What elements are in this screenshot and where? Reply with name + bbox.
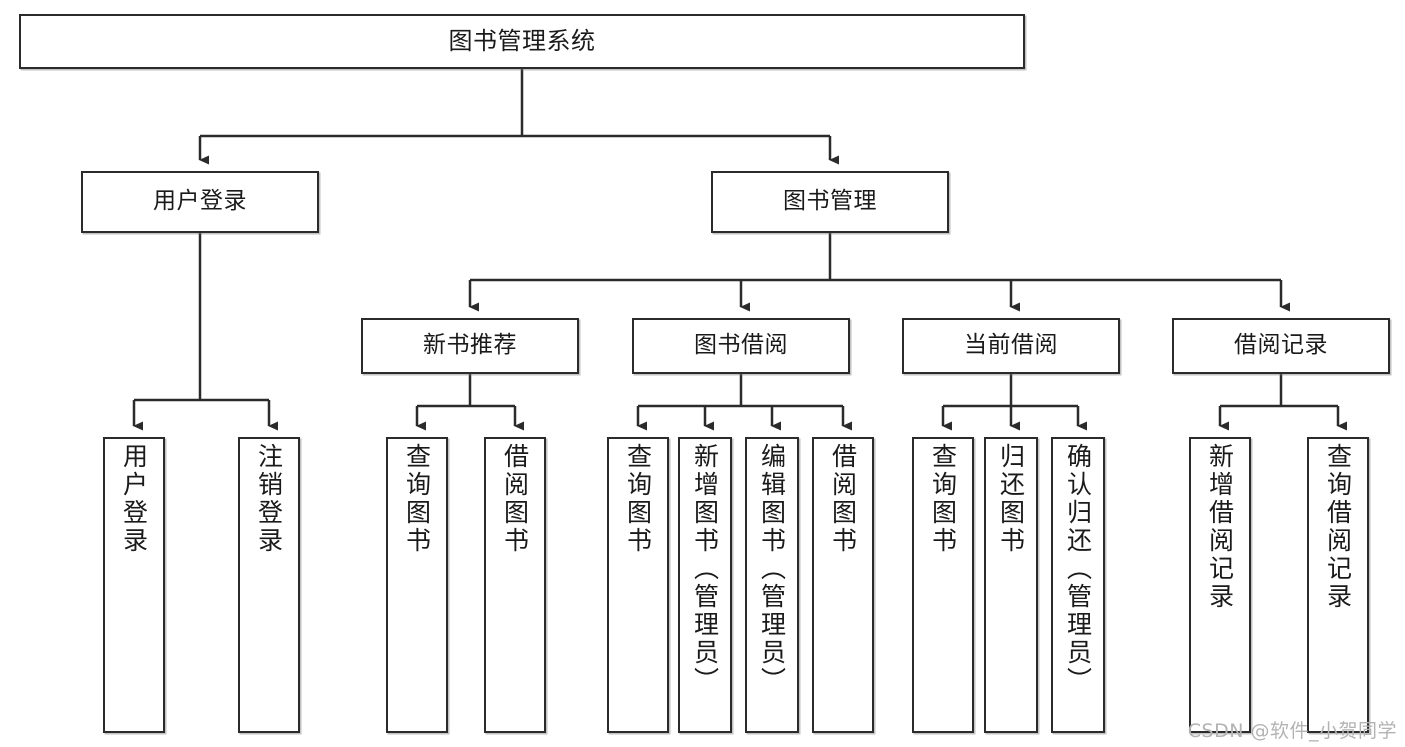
node-root[interactable]: 图书管理系统 <box>19 14 1025 69</box>
node-label: 注销登录 <box>254 443 284 555</box>
node-label: 新增图书（管理员） <box>690 443 720 695</box>
node-n-record[interactable]: 借阅记录 <box>1172 318 1390 374</box>
node-label: 借阅记录 <box>1234 332 1328 359</box>
node-l-qrec[interactable]: 查询借阅记录 <box>1307 437 1369 733</box>
node-label: 用户登录 <box>119 443 149 555</box>
node-l-qbook3[interactable]: 查询图书 <box>912 437 974 733</box>
node-n-bookmgr[interactable]: 图书管理 <box>711 171 949 233</box>
node-n-current[interactable]: 当前借阅 <box>902 318 1120 374</box>
node-label: 图书管理 <box>783 188 877 215</box>
node-n-borrow[interactable]: 图书借阅 <box>632 318 850 374</box>
node-l-qbook2[interactable]: 查询图书 <box>607 437 669 733</box>
node-label: 当前借阅 <box>964 332 1058 359</box>
node-l-bbook2[interactable]: 借阅图书 <box>812 437 874 733</box>
node-label: 查询图书 <box>623 443 653 555</box>
node-label: 新增借阅记录 <box>1205 443 1235 611</box>
node-label: 用户登录 <box>153 188 247 215</box>
node-n-login[interactable]: 用户登录 <box>81 171 319 233</box>
node-label: 确认归还（管理员） <box>1063 443 1093 695</box>
node-label: 借阅图书 <box>500 443 530 555</box>
node-l-confirm[interactable]: 确认归还（管理员） <box>1051 437 1105 733</box>
node-label: 查询图书 <box>928 443 958 555</box>
node-label: 归还图书 <box>996 443 1026 555</box>
node-label: 图书借阅 <box>694 332 788 359</box>
node-l-qbook1[interactable]: 查询图书 <box>386 437 448 733</box>
node-l-bbook1[interactable]: 借阅图书 <box>484 437 546 733</box>
watermark-label: CSDN @软件_小贺同学 <box>1187 720 1397 742</box>
node-l-logout[interactable]: 注销登录 <box>238 437 300 733</box>
node-n-newbook[interactable]: 新书推荐 <box>361 318 579 374</box>
node-label: 图书管理系统 <box>448 27 596 56</box>
node-l-addrec[interactable]: 新增借阅记录 <box>1189 437 1251 733</box>
node-label: 编辑图书（管理员） <box>757 443 787 695</box>
node-l-userlogin[interactable]: 用户登录 <box>103 437 165 733</box>
node-l-addbook[interactable]: 新增图书（管理员） <box>678 437 732 733</box>
node-label: 查询图书 <box>402 443 432 555</box>
node-label: 新书推荐 <box>423 332 517 359</box>
node-l-editbook[interactable]: 编辑图书（管理员） <box>745 437 799 733</box>
node-label: 借阅图书 <box>828 443 858 555</box>
node-l-returnbook[interactable]: 归还图书 <box>984 437 1038 733</box>
node-label: 查询借阅记录 <box>1323 443 1353 611</box>
